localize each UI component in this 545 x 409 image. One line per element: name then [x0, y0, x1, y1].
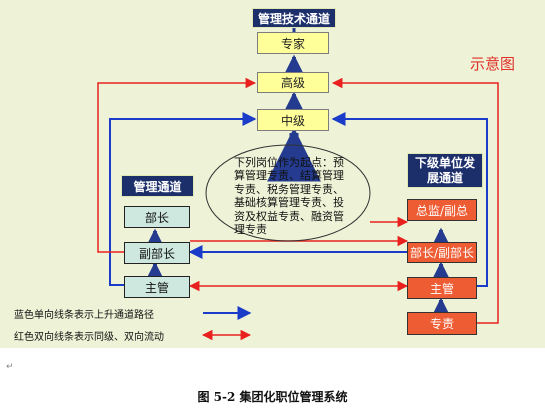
blue-path-right-supervisor-to-middle: [331, 112, 488, 287]
diagram-canvas: 管理技术通道 专家 高级 中级 下列岗位作为起点：预算管理专责、结算管理专责、税…: [0, 0, 545, 348]
tech-channel-title: 管理技术通道: [252, 8, 336, 28]
sub-level-director: 总监/副总: [407, 199, 477, 221]
blue-path-left-supervisor-to-middle: [109, 112, 257, 286]
legend-blue-text: 蓝色单向线条表示上升通道路径: [14, 310, 154, 321]
red-path-left-deputy-to-senior: [97, 77, 257, 253]
sub-level-head-deputy: 部长/副部长: [407, 242, 477, 263]
connector-layer: [97, 28, 499, 341]
mgmt-level-head: 部长: [124, 206, 190, 228]
tech-level-senior: 高级: [257, 72, 329, 93]
red-path-right-specialist-to-senior: [331, 77, 499, 324]
tech-level-middle: 中级: [257, 109, 329, 131]
legend-red-text: 红色双向线条表示同级、双向流动: [14, 332, 164, 343]
sub-level-specialist: 专责: [407, 312, 477, 335]
mgmt-level-supervisor: 主管: [124, 276, 190, 298]
starting-positions-ellipse: [205, 144, 371, 242]
schematic-label: 示意图: [470, 55, 516, 73]
figure-caption: 图 5-2 集团化职位管理系统: [197, 390, 348, 404]
sub-channel-title: 下级单位发展通道: [407, 153, 483, 188]
tech-level-expert: 专家: [257, 32, 329, 54]
paragraph-mark: ↵: [6, 362, 14, 372]
mgmt-level-deputy: 副部长: [124, 242, 190, 264]
mgmt-channel-title: 管理通道: [121, 175, 194, 197]
starting-positions-note: 下列岗位作为起点：预算管理专责、结算管理专责、税务管理专责、基础核算管理专责、投…: [234, 156, 344, 237]
sub-level-supervisor: 主管: [407, 277, 477, 299]
